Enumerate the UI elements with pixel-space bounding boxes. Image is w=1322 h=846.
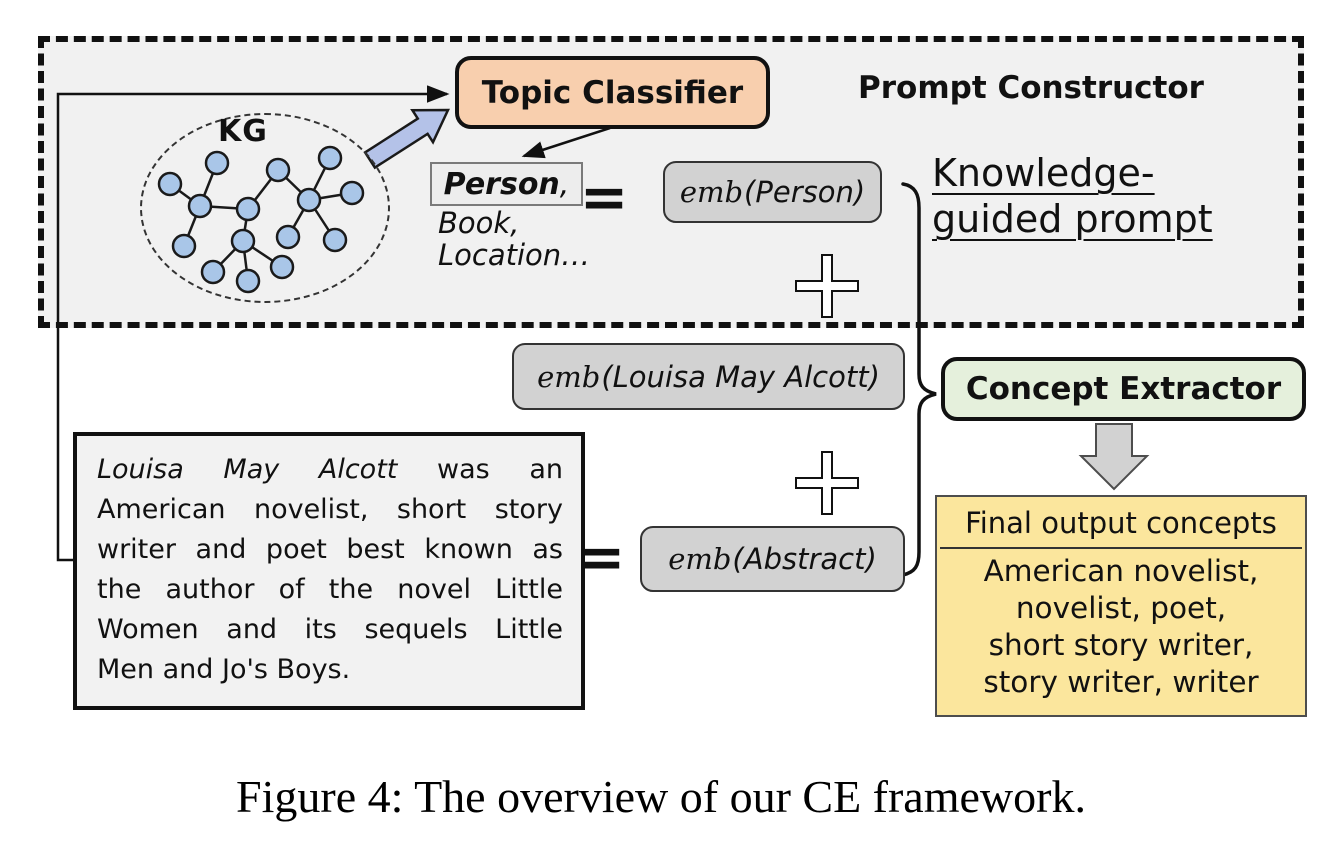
- topic-classifier-label: Topic Classifier: [481, 74, 744, 111]
- abstract-text-box: Louisa May Alcott was an American noveli…: [73, 432, 585, 710]
- region-title: Prompt Constructor: [858, 70, 1204, 106]
- emb-entity-box: emb(Louisa May Alcott): [512, 343, 905, 410]
- output-concepts-line: novelist, poet,: [1015, 591, 1227, 625]
- abstract-line: Louisa May Alcott was an: [97, 454, 563, 485]
- knowledge-guided-prompt-line1: Knowledge-: [932, 151, 1155, 195]
- emb-function: emb: [537, 359, 601, 394]
- down-arrow-icon: [1078, 423, 1150, 491]
- output-concepts-line: short story writer,: [988, 628, 1254, 662]
- output-concepts-line: story writer, writer: [983, 665, 1259, 699]
- abstract-line: writer and poet best known as: [97, 534, 563, 565]
- emb-argument: (Person): [744, 175, 866, 209]
- topic-location-label: Location…: [438, 238, 591, 272]
- equals-sign: =: [579, 163, 629, 231]
- topic-classifier-box: Topic Classifier: [455, 56, 770, 129]
- concept-extractor-label: Concept Extractor: [965, 371, 1282, 407]
- topic-book-label: Book,: [438, 206, 520, 240]
- emb-person-box: emb(Person): [663, 161, 882, 223]
- topic-person-comma: ,: [559, 166, 570, 202]
- output-concepts-line: American novelist,: [983, 554, 1259, 588]
- knowledge-guided-prompt-label: Knowledge- guided prompt: [932, 150, 1272, 242]
- abstract-line: American novelist, short story: [97, 494, 563, 525]
- final-output-title: Final output concepts: [965, 506, 1277, 540]
- emb-argument: (Abstract): [732, 542, 877, 576]
- topic-person-box: Person,: [430, 162, 583, 206]
- emb-argument: (Louisa May Alcott): [601, 359, 880, 394]
- emb-abstract-box: emb(Abstract): [640, 526, 905, 592]
- emb-function: emb: [679, 175, 744, 209]
- abstract-line: the author of the novel Little: [97, 574, 563, 605]
- output-divider: [940, 547, 1302, 549]
- concept-extractor-box: Concept Extractor: [941, 357, 1306, 421]
- final-output-box: Final output concepts American novelist,…: [935, 495, 1307, 717]
- plus-icon: [795, 451, 859, 515]
- kg-label: KG: [218, 114, 268, 149]
- knowledge-guided-prompt-line2: guided prompt: [932, 197, 1213, 241]
- abstract-line: Women and its sequels Little: [97, 614, 563, 645]
- emb-function: emb: [668, 542, 732, 576]
- figure-caption: Figure 4: The overview of our CE framewo…: [236, 771, 1086, 822]
- abstract-line: Men and Jo's Boys.: [97, 654, 351, 685]
- topic-person-label: Person: [443, 166, 560, 202]
